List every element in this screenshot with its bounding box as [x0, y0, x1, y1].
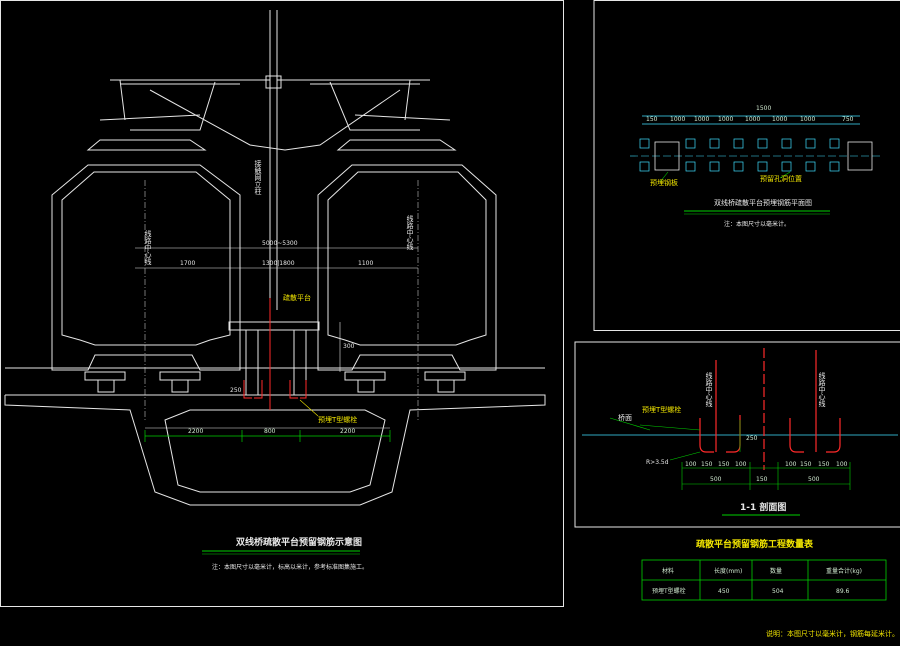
plan-dim-2: 1000: [694, 116, 709, 123]
bolt-leader-line: [299, 399, 319, 417]
plan-dim-1: 1000: [670, 116, 685, 123]
left-title: 双线桥疏散平台预留钢筋示意图: [236, 536, 362, 548]
section-dim-left-0: 100: [685, 461, 697, 468]
section-label-radius: R>3.5d: [646, 459, 669, 466]
green-dimension-lines: [144, 430, 391, 442]
table-cell-material: 预埋T型螺栓: [652, 587, 686, 595]
section-track-label-1: 线路中心线: [818, 371, 826, 407]
dim-total: 5000~5300: [262, 240, 298, 247]
section-dim-right-0: 100: [785, 461, 797, 468]
plan-title: 双线桥疏散平台预埋钢筋平面图: [714, 198, 812, 207]
plan-dim-6: 1000: [800, 116, 815, 123]
section-dim-left-1: 150: [701, 461, 713, 468]
table-header-count: 数量: [770, 567, 782, 575]
dim-mid: 1300|1800: [262, 260, 295, 267]
plan-dim-3: 1000: [718, 116, 733, 123]
table-header-material: 材料: [662, 567, 674, 575]
section-label-top: 桥面: [618, 413, 632, 422]
section-dim-right-1: 150: [800, 461, 812, 468]
left-dimension-lines: [135, 247, 418, 429]
label-bolt: 预埋T型螺栓: [318, 415, 357, 424]
section-view: [582, 348, 898, 490]
quantity-table: [641, 559, 887, 601]
section-dim-500-left: 500: [710, 476, 722, 483]
section-label-bolt: 预埋T型螺栓: [642, 405, 681, 414]
section-track-label-0: 线路中心线: [705, 371, 713, 407]
plan-dim-0: 150: [646, 116, 658, 123]
plan-view-frame: [593, 0, 900, 331]
dim-bottom-mid: 800: [264, 428, 276, 435]
track-centerlines: [144, 180, 419, 420]
label-mast: 接触网立柱: [254, 159, 262, 196]
dim-bottom-left: 2200: [188, 428, 203, 435]
label-left-track-center: 线路中心线: [144, 229, 152, 265]
plan-dim-4: 1000: [745, 116, 760, 123]
plan-dim-5: 1000: [772, 116, 787, 123]
table-cell-length: 450: [718, 588, 730, 595]
left-drawing-frame: [0, 0, 564, 607]
table-cell-count: 504: [772, 588, 784, 595]
dim-left: 1700: [180, 260, 195, 267]
dim-bottom-right: 2200: [340, 428, 355, 435]
plan-note: 注：本图尺寸以毫米计。: [724, 220, 790, 228]
plan-view: [630, 115, 880, 183]
section-dim-left-3: 100: [735, 461, 747, 468]
section-dim-height: 250: [746, 435, 758, 442]
table-cell-weight: 89.6: [836, 588, 850, 595]
section-dim-right-2: 150: [818, 461, 830, 468]
table-footer-note: 说明：本图尺寸以毫米计，钢筋每延米计。: [766, 629, 899, 638]
dim-small: 250: [230, 387, 242, 394]
section-view-frame: [574, 341, 900, 528]
red-rebar-left: [243, 298, 307, 410]
plan-label-left: 预埋钢板: [650, 178, 678, 187]
bridge-cross-section: [4, 10, 546, 506]
table-title: 疏散平台预留钢筋工程数量表: [696, 538, 814, 550]
section-dim-left-2: 150: [718, 461, 730, 468]
plan-dim-7: 750: [842, 116, 854, 123]
section-dim-500-right: 500: [808, 476, 820, 483]
left-note: 注：本图尺寸以毫米计，标高以米计，参考标准图集施工。: [212, 563, 368, 571]
plan-dim-total: 1500: [756, 105, 771, 112]
table-header-length: 长度(mm): [714, 567, 742, 575]
table-header-weight: 重量合计(kg): [826, 567, 862, 575]
section-title: 1-1 剖面图: [740, 501, 786, 513]
dim-right: 1100: [358, 260, 373, 267]
section-dim-right-3: 100: [836, 461, 848, 468]
label-right-track-center: 线路中心线: [406, 214, 414, 250]
section-dim-mid: 150: [756, 476, 768, 483]
dim-height: 300: [343, 343, 355, 350]
label-platform: 疏散平台: [283, 293, 311, 302]
plan-label-right: 预留孔洞位置: [760, 174, 802, 183]
